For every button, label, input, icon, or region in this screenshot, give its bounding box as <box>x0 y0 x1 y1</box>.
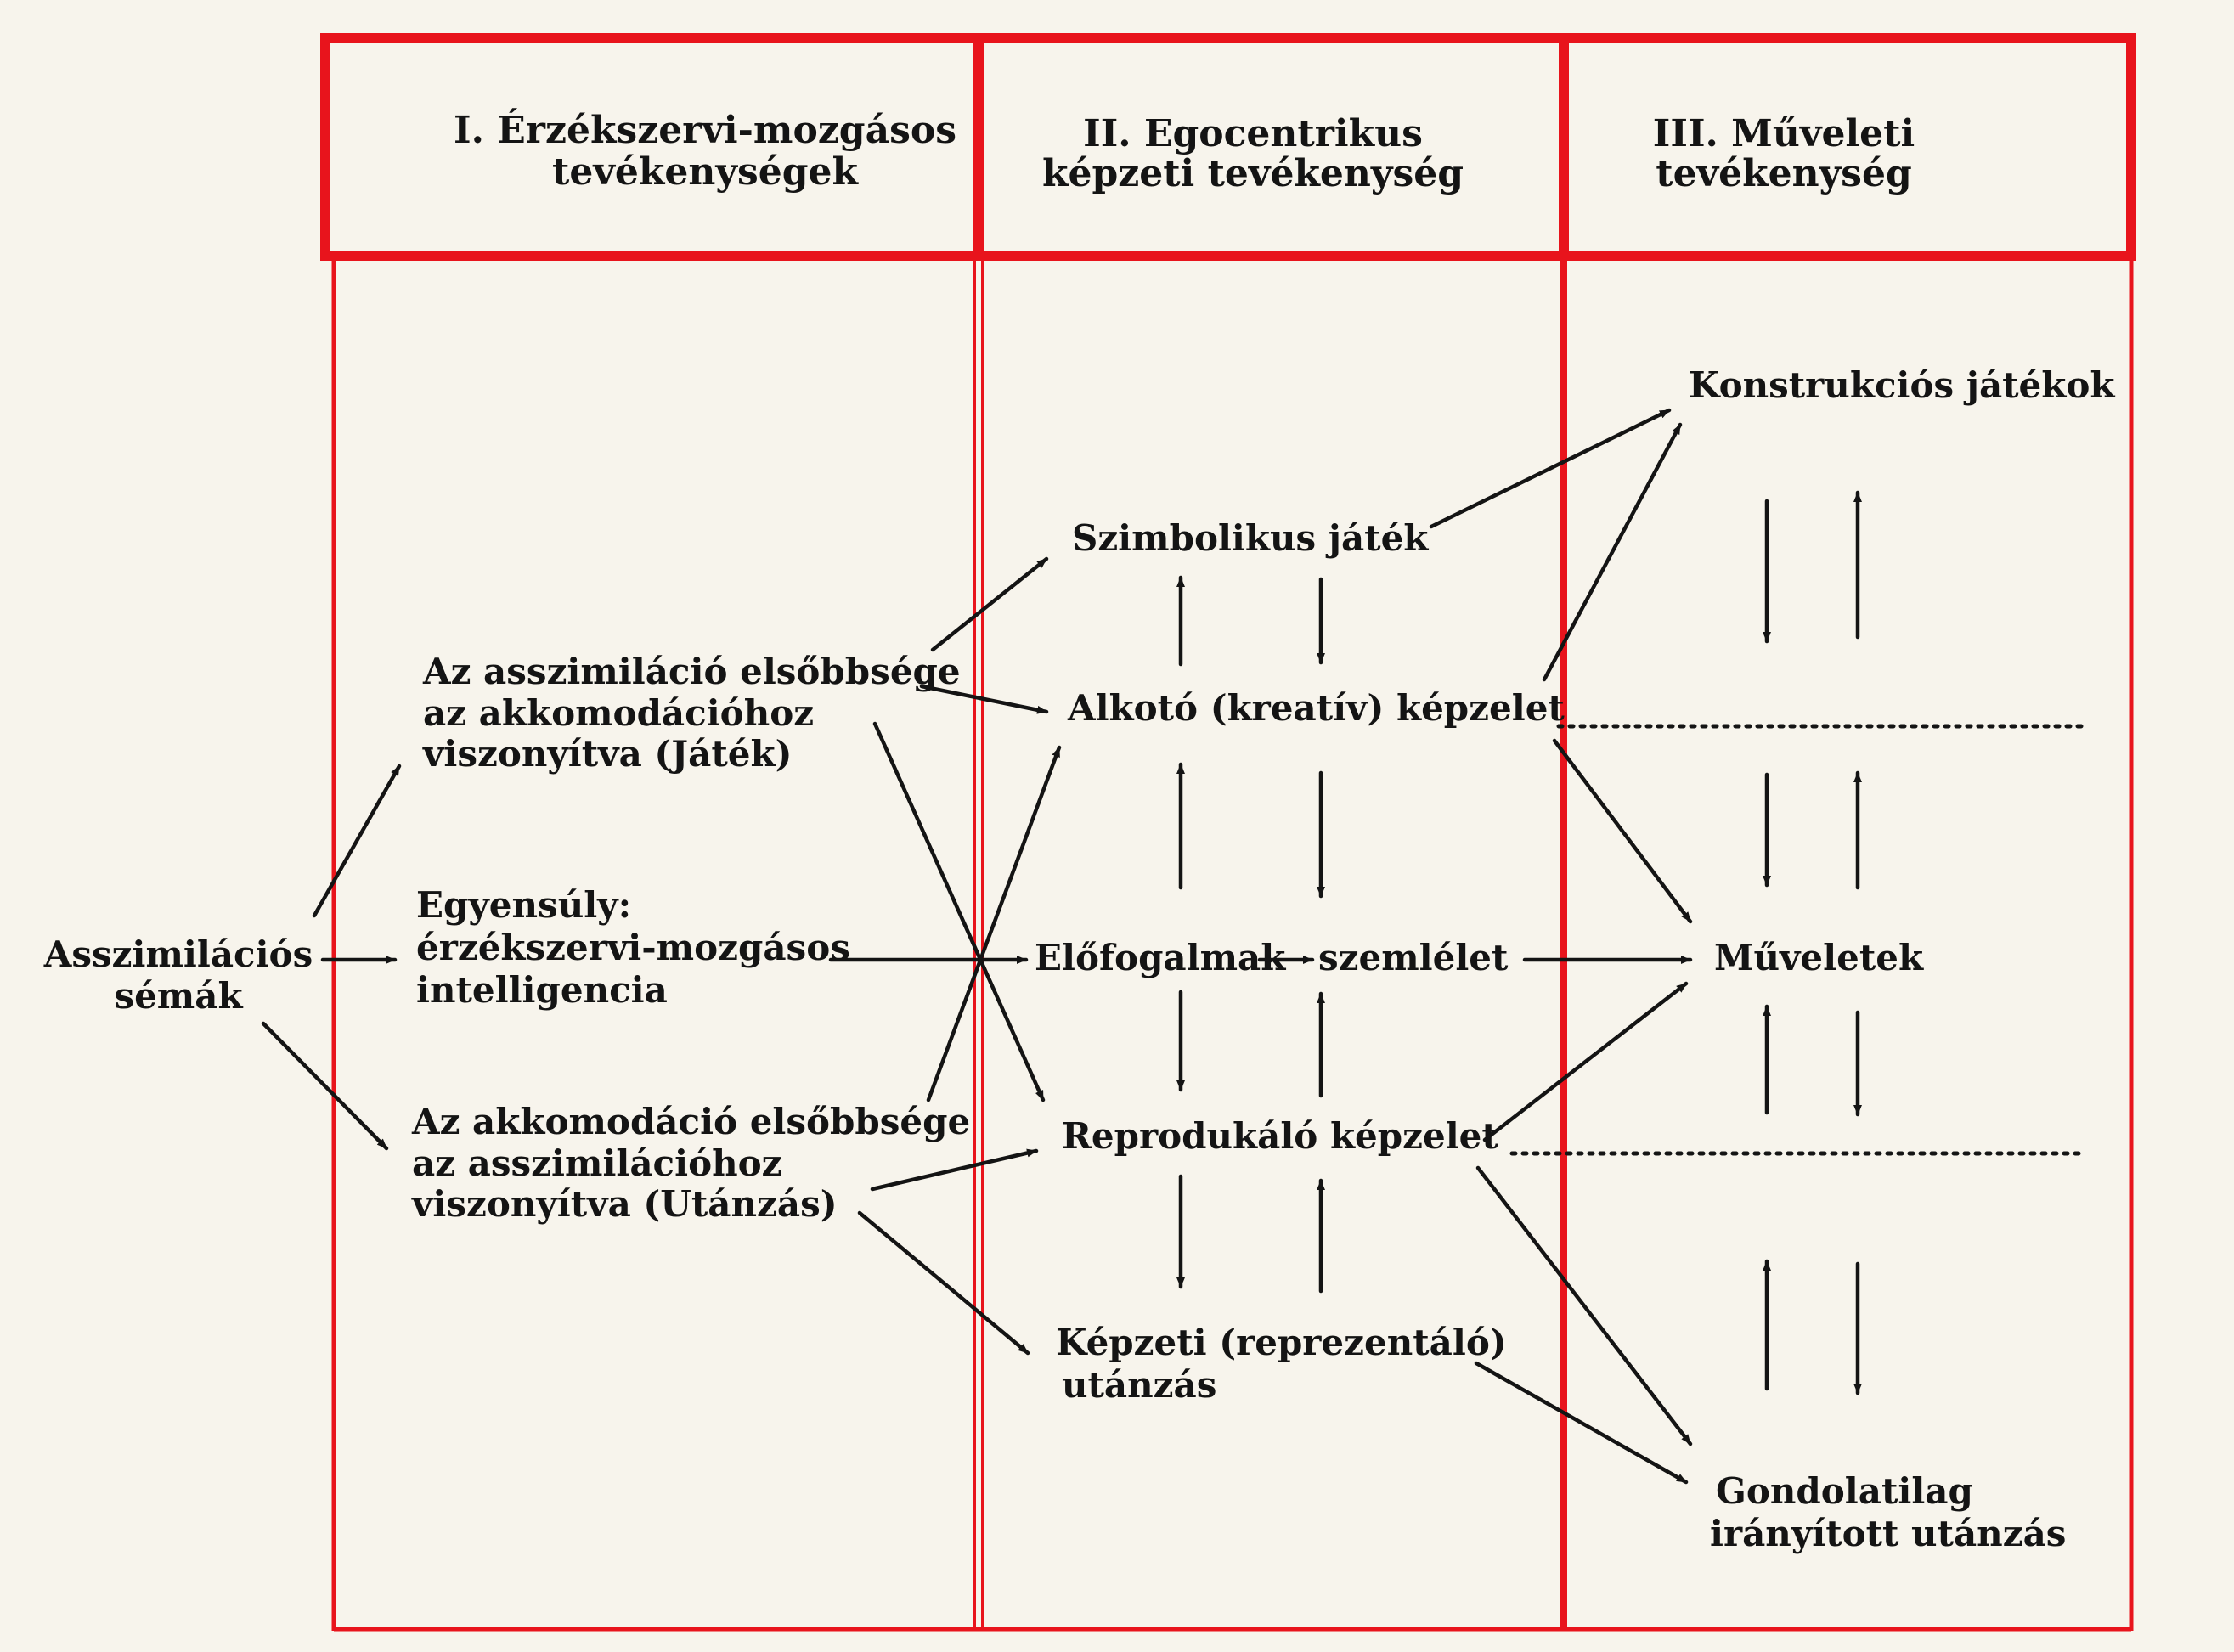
node-equilibrium-line1: Egyensúly: <box>416 884 631 926</box>
node-directed-imitation-line2: irányított utánzás <box>1710 1513 2066 1554</box>
arrow-reproductive-to-directed <box>1475 1165 1693 1446</box>
node-operations: Műveletek <box>1714 937 1924 978</box>
arrow-accommodation-to-reproductive <box>870 1148 1039 1192</box>
node-representational-imitation-line1: Képzeti (reprezentáló) <box>1056 1322 1507 1363</box>
node-construction-games: Konstrukciós játékok <box>1689 364 2115 406</box>
arrow-reproductive-to-operations <box>1482 981 1689 1142</box>
node-schemas-line1: Asszimilációs <box>43 933 313 975</box>
header-box <box>320 33 2136 261</box>
node-intuition: szemlélet <box>1318 937 1509 978</box>
arrow-schemas-to-assimilation <box>312 764 402 918</box>
node-schemas-line2: sémák <box>114 975 243 1017</box>
node-directed-imitation-line1: Gondolatilag <box>1716 1470 1973 1512</box>
node-creative-imagination: Alkotó (kreatív) képzelet <box>1067 687 1565 729</box>
node-reproductive-imagination: Reprodukáló képzelet <box>1062 1115 1498 1157</box>
arrow-assimilation-to-reproductive <box>872 721 1046 1102</box>
arrow-assimilation-to-symbolic <box>930 556 1049 652</box>
node-representational-imitation-line2: utánzás <box>1062 1364 1216 1406</box>
node-accommodation-line1: Az akkomodáció elsőbbsége <box>411 1101 970 1142</box>
header-stage-2-line1: II. Egocentrikus <box>1083 112 1423 155</box>
node-preconcepts: Előfogalmak <box>1035 937 1286 978</box>
node-assimilation-line1: Az asszimiláció elsőbbsége <box>422 651 961 692</box>
arrows <box>261 408 1862 1485</box>
header-stage-3-line1: III. Műveleti <box>1653 112 1915 155</box>
node-accommodation-line3: viszonyítva (Utánzás) <box>411 1183 838 1225</box>
arrow-schemas-to-accommodation <box>261 1021 389 1151</box>
node-assimilation-line2: az akkomodációhoz <box>423 692 814 734</box>
node-equilibrium-line2: érzékszervi-mozgásos <box>416 927 850 968</box>
header-stage-2-line2: képzeti tevékenység <box>1042 152 1464 195</box>
header-stage-1-line1: I. Érzékszervi-mozgásos <box>454 107 956 152</box>
node-assimilation-line3: viszonyítva (Játék) <box>422 733 792 775</box>
node-symbolic-play: Szimbolikus játék <box>1072 517 1429 559</box>
header-stage-1-line2: tevékenységek <box>552 150 859 194</box>
arrow-symbolic-to-construction <box>1429 408 1672 529</box>
node-accommodation-line2: az asszimilációhoz <box>412 1142 782 1184</box>
arrow-accommodation-to-creative <box>926 745 1062 1102</box>
arrow-accommodation-to-imitation <box>857 1210 1030 1356</box>
arrow-imitation-to-directed <box>1474 1361 1689 1485</box>
arrow-creative-to-construction <box>1542 422 1683 682</box>
header-stage-3-line2: tevékenység <box>1656 152 1911 195</box>
arrow-creative-to-operations <box>1552 738 1693 924</box>
dotted-separators <box>1509 724 2084 1156</box>
arrow-assimilation-to-creative <box>919 684 1049 714</box>
stage-frame <box>320 33 2136 1632</box>
node-equilibrium-line3: intelligencia <box>416 969 668 1011</box>
